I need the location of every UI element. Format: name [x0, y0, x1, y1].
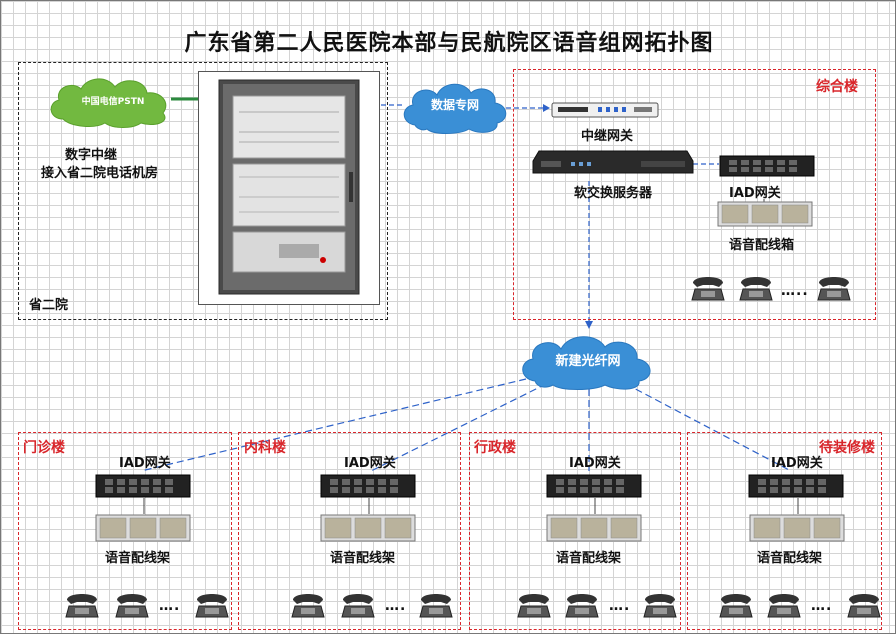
neike-rack-label: 语音配线架: [330, 551, 396, 566]
trunk-text-line1: 数字中继: [65, 148, 118, 163]
xingzheng-phone-3-icon: [643, 594, 677, 618]
daizhuangxiu-rack-label: 语音配线架: [757, 551, 823, 566]
trunk-text-line2: 接入省二院电话机房: [41, 166, 159, 181]
relay-gateway-label: 中继网关: [581, 129, 634, 144]
telephone-cabinet-icon: [218, 79, 360, 295]
data-relay-arrow: [543, 104, 550, 112]
zonghe-iad-icon: [719, 155, 815, 177]
neike-phone-1-icon: [291, 594, 325, 618]
zonghe-zone: [513, 69, 876, 320]
zonghe-phone-1-icon: [691, 277, 725, 301]
menzhen-phone-3-icon: [195, 594, 229, 618]
daizhuangxiu-phone-3-icon: [847, 594, 881, 618]
softswitch-label: 软交换服务器: [574, 186, 653, 201]
fiber-link-daizhuangxiu: [625, 383, 792, 472]
xingzheng-iad-icon: [546, 474, 642, 498]
data-cloud-icon: [403, 83, 507, 134]
zonghe-distribution-box-icon: [717, 201, 813, 227]
xingzheng-phone-ellipsis: ….: [609, 598, 631, 614]
zonghe-distribution-box-label: 语音配线箱: [729, 238, 795, 253]
xingzheng-rack-label: 语音配线架: [556, 551, 622, 566]
relay-gateway-icon: [551, 102, 659, 118]
data-cloud-label: 数据专网: [430, 98, 479, 112]
fiber-cloud-label: 新建光纤网: [555, 354, 621, 369]
softswitch-fiber-arrow: [585, 321, 593, 329]
neike-phone-ellipsis: ….: [385, 598, 407, 614]
softswitch-icon: [532, 150, 694, 174]
daizhuangxiu-rack-icon: [749, 514, 845, 542]
zonghe-phone-3-icon: [817, 277, 851, 301]
neike-phone-2-icon: [341, 594, 375, 618]
daizhuangxiu-phone-ellipsis: ….: [811, 598, 833, 614]
zonghe-phone-ellipsis: …..: [781, 283, 809, 299]
xingzheng-rack-icon: [546, 514, 642, 542]
hospital-label: 省二院: [29, 298, 69, 313]
pstn-cloud-icon: [50, 78, 167, 128]
menzhen-iad-icon: [95, 474, 191, 498]
neike-iad-label: IAD网关: [344, 456, 396, 471]
daizhuangxiu-phone-2-icon: [767, 594, 801, 618]
menzhen-phone-ellipsis: ….: [159, 598, 181, 614]
zonghe-phone-2-icon: [739, 277, 773, 301]
zonghe-iad-label: IAD网关: [729, 186, 781, 201]
daizhuangxiu-iad-icon: [748, 474, 844, 498]
zonghe-label: 综合楼: [816, 79, 858, 95]
neike-rack-icon: [320, 514, 416, 542]
daizhuangxiu-label: 待装修楼: [819, 440, 875, 456]
menzhen-rack-icon: [95, 514, 191, 542]
fiber-cloud-icon: [522, 336, 651, 390]
neike-zone: [238, 432, 461, 630]
xingzheng-zone: [469, 432, 681, 630]
xingzheng-label: 行政楼: [474, 440, 516, 456]
neike-label: 内科楼: [244, 440, 286, 456]
neike-iad-icon: [320, 474, 416, 498]
building-internal-links: [143, 498, 799, 514]
menzhen-zone: [18, 432, 232, 630]
menzhen-rack-label: 语音配线架: [105, 551, 171, 566]
xingzheng-phone-2-icon: [565, 594, 599, 618]
diagram-title: 广东省第二人民医院本部与民航院区语音组网拓扑图: [184, 31, 714, 56]
telephone-cabinet-frame: [198, 71, 380, 305]
daizhuangxiu-phone-1-icon: [719, 594, 753, 618]
daizhuangxiu-zone: [687, 432, 882, 630]
menzhen-phone-1-icon: [65, 594, 99, 618]
menzhen-phone-2-icon: [115, 594, 149, 618]
hospital-zone: [18, 62, 388, 320]
menzhen-iad-label: IAD网关: [119, 456, 171, 471]
xingzheng-phone-1-icon: [517, 594, 551, 618]
daizhuangxiu-iad-label: IAD网关: [771, 456, 823, 471]
xingzheng-iad-label: IAD网关: [569, 456, 621, 471]
neike-phone-3-icon: [419, 594, 453, 618]
menzhen-label: 门诊楼: [23, 440, 65, 456]
pstn-cloud-label: 中国电信PSTN: [81, 97, 145, 107]
